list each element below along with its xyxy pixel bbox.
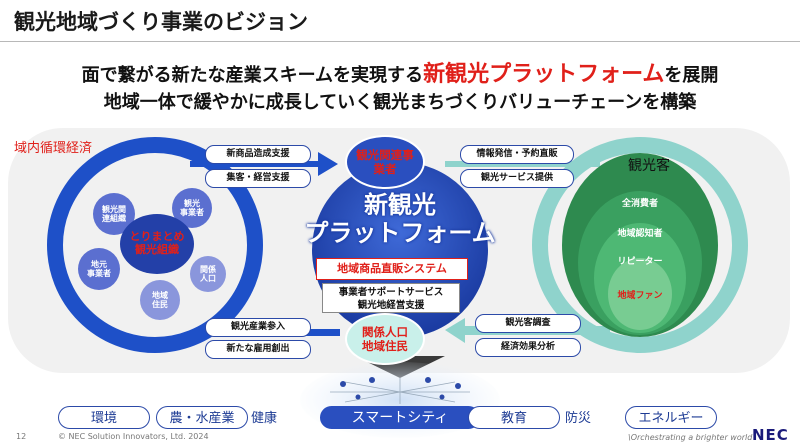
- lead-line-2: 地域一体で緩やかに成長していく観光まちづくりバリューチェーンを構築: [103, 92, 697, 113]
- flow-pill-economic-analysis: 経済効果分析: [475, 338, 581, 357]
- brand-tagline: \Orchestrating a brighter world: [628, 433, 753, 442]
- flow-pill-customer-support: 集客・経営支援: [205, 169, 311, 188]
- smart-city-icons: [340, 377, 461, 400]
- domain-disaster-prevention: 防災: [564, 411, 591, 426]
- cluster-node-local-business: 地元 事業者: [78, 248, 120, 290]
- domain-energy: エネルギー: [625, 406, 717, 429]
- region-label: 域内循環経済: [14, 141, 93, 156]
- domain-education: 教育: [468, 406, 560, 429]
- left-cycle-ring: [47, 137, 263, 353]
- platform-support-box: 事業者サポートサービス 観光地経営支援: [322, 283, 460, 313]
- page-number: 12: [16, 432, 27, 441]
- platform-direct-sales-box: 地域商品直販システム: [316, 258, 468, 280]
- ring-label-repeaters: リピーター: [617, 257, 663, 267]
- smart-city-network: [330, 378, 470, 404]
- visitor-ring-inner: [608, 258, 672, 330]
- flow-pill-industry-entry: 観光産業参入: [205, 318, 311, 337]
- domain-environment: 環境: [58, 406, 150, 429]
- cluster-node-residents: 地域 住民: [140, 280, 180, 320]
- lead-line-1: 面で繋がる新たな産業スキームを実現する新観光プラットフォームを展開: [0, 56, 800, 88]
- page-title: 観光地域づくり事業のビジョン: [14, 10, 308, 34]
- flow-pill-info-booking: 情報発信・予約直販: [460, 145, 574, 164]
- ring-label-fans: 地域ファン: [617, 291, 663, 301]
- smart-city-label: スマートシティ: [320, 406, 480, 429]
- flow-pill-new-products: 新商品造成支援: [205, 145, 311, 164]
- ring-label-all-consumers: 全消費者: [621, 199, 658, 209]
- brand-logo: NEC: [752, 426, 789, 444]
- cluster-node-related-population: 関係 人口: [190, 256, 226, 292]
- ring-label-aware: 地域認知者: [617, 229, 663, 239]
- domain-health: 健康: [250, 411, 277, 426]
- lead-line-1-prefix: 面で繋がる新たな産業スキームを実現する: [81, 65, 424, 86]
- node-tourism-businesses: 観光関連事 業者: [345, 135, 425, 189]
- cluster-center-organization: とりまとめ 観光組織: [120, 214, 194, 274]
- lead-line-1-highlight: 新観光プラットフォーム: [423, 62, 665, 87]
- domain-agriculture-fishery: 農・水産業: [156, 406, 248, 429]
- flow-pill-tourism-service: 観光サービス提供: [460, 169, 574, 188]
- node-related-population-residents: 関係人口 地域住民: [345, 313, 425, 365]
- visitors-label: 観光客: [628, 158, 670, 174]
- flow-pill-visitor-survey: 観光客調査: [475, 314, 581, 333]
- lead-line-1-suffix: を展開: [664, 65, 719, 86]
- right-cycle-ring: [532, 137, 748, 353]
- copyright: © NEC Solution Innovators, Ltd. 2024: [58, 432, 209, 441]
- title-divider: [0, 41, 800, 42]
- platform-title: 新観光 プラットフォーム: [304, 191, 496, 247]
- flow-arrow-top-left: [190, 152, 338, 176]
- flow-pill-new-jobs: 新たな雇用創出: [205, 340, 311, 359]
